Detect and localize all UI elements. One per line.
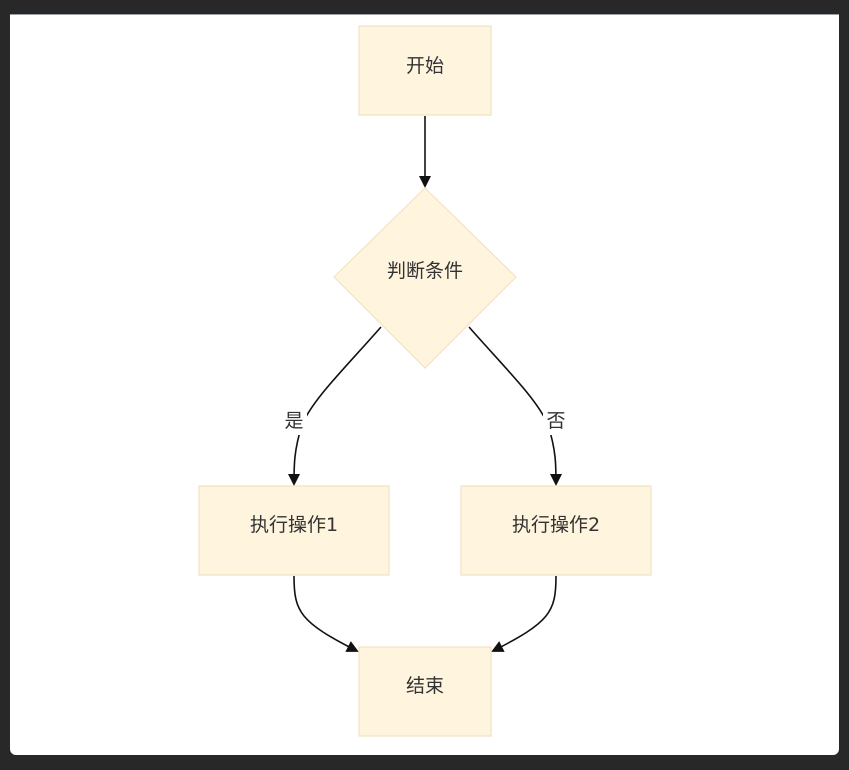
node-end-box <box>358 646 492 737</box>
node-decision[interactable]: 判断条件 <box>333 187 517 369</box>
edge-decision-to-action2 <box>468 326 562 486</box>
edge-label-no: 否 <box>543 407 569 435</box>
edge-action2-to-end <box>491 575 557 652</box>
node-start[interactable]: 开始 <box>358 25 492 116</box>
node-decision-diamond <box>333 187 517 369</box>
node-action1-box <box>198 485 390 576</box>
edge-decision-to-action1 <box>288 326 382 486</box>
node-end-label: 结束 <box>406 675 444 697</box>
node-action2-box <box>460 485 652 576</box>
node-action2-label: 执行操作2 <box>512 514 600 536</box>
node-action2[interactable]: 执行操作2 <box>460 485 652 576</box>
node-action1-label: 执行操作1 <box>250 514 338 536</box>
node-start-label: 开始 <box>406 55 444 77</box>
edge-action1-to-end <box>293 575 359 652</box>
edge-label-no-text: 否 <box>546 410 565 432</box>
node-action1[interactable]: 执行操作1 <box>198 485 390 576</box>
edge-label-yes: 是 <box>281 407 307 435</box>
node-decision-label: 判断条件 <box>387 260 463 282</box>
node-end[interactable]: 结束 <box>358 646 492 737</box>
node-start-box <box>358 25 492 116</box>
edge-label-yes-text: 是 <box>284 410 303 432</box>
